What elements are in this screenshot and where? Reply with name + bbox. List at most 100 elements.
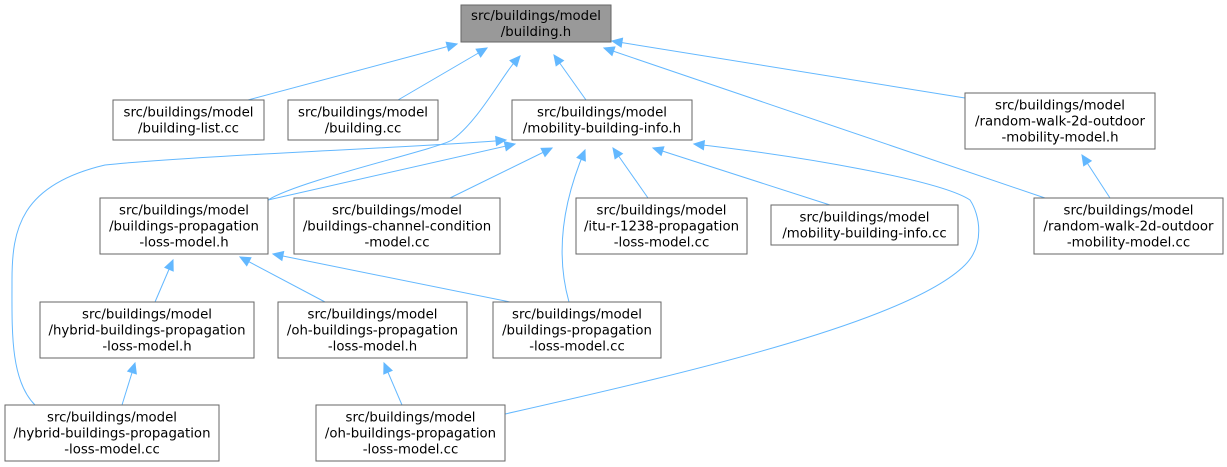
node-box[interactable] xyxy=(1033,197,1224,255)
edge-line xyxy=(504,143,980,415)
edge-arrowhead xyxy=(1081,153,1093,167)
node-box[interactable] xyxy=(460,4,612,43)
node-buildings-prop-loss-cc[interactable]: src/buildings/model/buildings-propagatio… xyxy=(492,301,662,359)
edge-line xyxy=(272,253,511,303)
node-box[interactable] xyxy=(575,197,748,255)
node-box[interactable] xyxy=(39,301,255,359)
nodes-layer: src/buildings/model/building.hsrc/buildi… xyxy=(4,4,1224,462)
node-label-line: -loss-model.cc xyxy=(64,443,160,458)
node-box[interactable] xyxy=(315,404,506,462)
edge-building_list_cc-to-building_h xyxy=(247,41,459,101)
node-label-line: /building-list.cc xyxy=(138,122,239,137)
edge-line xyxy=(267,55,521,201)
edge-hybrid_h-to-buildings_prop_loss_h xyxy=(154,258,174,303)
node-box[interactable] xyxy=(99,197,269,255)
node-oh-cc[interactable]: src/buildings/model/oh-buildings-propaga… xyxy=(315,404,506,462)
node-box[interactable] xyxy=(112,99,265,141)
edge-buildings_prop_loss_h-to-mobility_building_info_h xyxy=(267,141,517,201)
node-hybrid-cc[interactable]: src/buildings/model/hybrid-buildings-pro… xyxy=(4,404,220,462)
edge-buildings_prop_loss_cc-to-mobility_building_info_h xyxy=(561,148,586,303)
node-label-line: src/buildings/model xyxy=(471,9,601,24)
node-label-line: /building.cc xyxy=(325,122,402,137)
node-random-walk-h[interactable]: src/buildings/model/random-walk-2d-outdo… xyxy=(964,92,1156,150)
edge-arrowhead xyxy=(540,147,554,158)
node-label-line: /mobility-building-info.cc xyxy=(782,227,946,242)
node-label-line: -loss-model.h xyxy=(102,340,191,355)
node-label-line: /building.h xyxy=(501,25,571,40)
node-label-line: src/buildings/model xyxy=(298,106,428,121)
node-box[interactable] xyxy=(770,204,959,246)
node-itu-r-1238-cc[interactable]: src/buildings/model/itu-r-1238-propagati… xyxy=(575,197,748,255)
node-label-line: src/buildings/model xyxy=(119,204,249,219)
node-box[interactable] xyxy=(492,301,662,359)
edge-arrowhead xyxy=(692,139,706,151)
node-label-line: src/buildings/model xyxy=(800,211,930,226)
edge-buildings_prop_loss_h-to-building_h xyxy=(267,55,521,201)
node-label-line: src/buildings/model xyxy=(597,204,727,219)
edge-line xyxy=(449,147,553,199)
edge-random_walk_h-to-building_h xyxy=(610,37,966,99)
node-box[interactable] xyxy=(964,92,1156,150)
node-label-line: src/buildings/model xyxy=(124,106,254,121)
node-label-line: /random-walk-2d-outdoor xyxy=(975,115,1145,130)
node-box[interactable] xyxy=(511,99,693,141)
edge-line xyxy=(397,47,488,101)
node-mobility-building-info-cc[interactable]: src/buildings/model/mobility-building-in… xyxy=(770,204,959,246)
node-label-line: /oh-buildings-propagation xyxy=(287,324,458,339)
edge-buildings_prop_loss_cc-to-buildings_prop_loss_h xyxy=(271,250,511,303)
node-random-walk-cc[interactable]: src/buildings/model/random-walk-2d-outdo… xyxy=(1033,197,1224,255)
edge-line xyxy=(239,256,326,303)
node-buildings-prop-loss-h[interactable]: src/buildings/model/buildings-propagatio… xyxy=(99,197,269,255)
edge-oh_cc-to-mobility_building_info_h xyxy=(504,139,980,415)
node-oh-h[interactable]: src/buildings/model/oh-buildings-propaga… xyxy=(277,301,468,359)
edge-arrowhead xyxy=(271,250,285,262)
node-label-line: /buildings-propagation xyxy=(502,324,652,339)
edge-hybrid_cc-to-mobility_building_info_h xyxy=(11,135,508,406)
node-label-line: -loss-model.h xyxy=(328,340,417,355)
edge-line xyxy=(267,143,516,201)
node-label-line: src/buildings/model xyxy=(346,411,476,426)
node-label-line: /mobility-building-info.h xyxy=(523,122,681,137)
node-box[interactable] xyxy=(293,197,501,255)
node-label-line: src/buildings/model xyxy=(995,99,1125,114)
node-label-line: src/buildings/model xyxy=(308,308,438,323)
node-label-line: /hybrid-buildings-propagation xyxy=(14,427,211,442)
edge-arrowhead xyxy=(612,147,624,160)
edge-random_walk_cc-to-building_h xyxy=(602,46,1046,199)
node-label-line: src/buildings/model xyxy=(82,308,212,323)
edge-arrowhead xyxy=(610,37,624,48)
node-label-line: src/buildings/model xyxy=(537,106,667,121)
edge-oh_cc-to-oh_h xyxy=(383,361,403,406)
node-label-line: /buildings-channel-condition xyxy=(303,220,491,235)
node-label-line: /oh-buildings-propagation xyxy=(325,427,496,442)
node-box[interactable] xyxy=(287,99,439,141)
edge-arrowhead xyxy=(383,361,393,375)
edge-arrowhead xyxy=(503,141,517,152)
node-hybrid-h[interactable]: src/buildings/model/hybrid-buildings-pro… xyxy=(39,301,255,359)
node-label-line: -mobility-model.cc xyxy=(1067,236,1190,251)
node-box[interactable] xyxy=(4,404,220,462)
edge-arrowhead xyxy=(126,361,137,375)
node-label-line: /random-walk-2d-outdoor xyxy=(1044,220,1214,235)
edge-oh_h-to-buildings_prop_loss_h xyxy=(238,256,326,303)
edge-line xyxy=(652,147,831,206)
edge-arrowhead xyxy=(445,41,459,52)
node-label-line: -loss-model.cc xyxy=(614,236,710,251)
edge-arrowhead xyxy=(164,258,174,272)
node-mobility-building-info-h[interactable]: src/buildings/model/mobility-building-in… xyxy=(511,99,693,141)
node-building-list-cc[interactable]: src/buildings/model/building-list.cc xyxy=(112,99,265,141)
edge-mobility_building_info_cc-to-mobility_building_info_h xyxy=(651,146,831,206)
node-box[interactable] xyxy=(277,301,468,359)
edge-buildings_channel_cc-to-mobility_building_info_h xyxy=(449,147,554,199)
node-label-line: src/buildings/model xyxy=(512,308,642,323)
node-buildings-channel-cc[interactable]: src/buildings/model/buildings-channel-co… xyxy=(293,197,501,255)
edge-itu_r_1238_cc-to-mobility_building_info_h xyxy=(612,147,649,199)
edge-line xyxy=(561,149,586,303)
node-building-cc[interactable]: src/buildings/model/building.cc xyxy=(287,99,439,141)
node-building-h[interactable]: src/buildings/model/building.h xyxy=(460,4,612,43)
edge-mobility_building_info_h-to-building_h xyxy=(553,54,587,101)
edge-line xyxy=(603,47,1046,199)
edge-line xyxy=(247,43,458,101)
edges-layer xyxy=(11,37,1111,415)
